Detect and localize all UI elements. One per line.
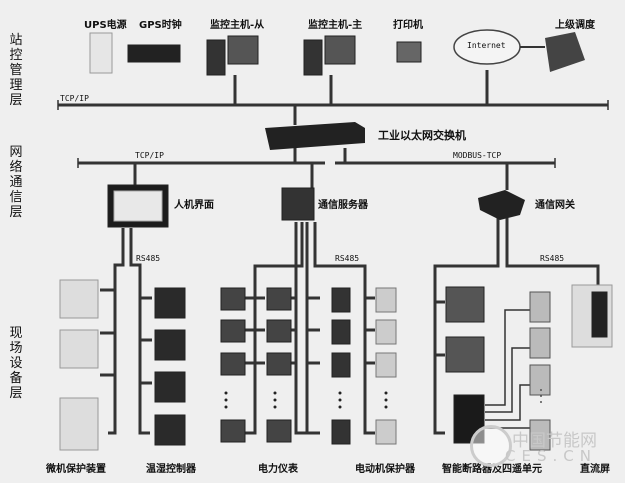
switch-label: 工业以太网交换机: [378, 129, 466, 142]
breaker-link: [485, 384, 530, 421]
server-rs485-3: [305, 222, 320, 435]
ellipsis-dot: [338, 405, 342, 409]
hmi-screen-icon: [113, 190, 163, 222]
ethernet-switch-icon: [265, 122, 365, 150]
protocol-rs485-2: RS485: [335, 254, 360, 263]
breaker-link: [485, 309, 530, 406]
server-rs485-2: [294, 222, 307, 435]
ellipsis-dot: [338, 391, 342, 395]
motor-protector-icon: [331, 287, 351, 313]
ellipsis-dot: [540, 389, 542, 391]
comm-gateway-icon: [478, 190, 525, 220]
hmi-rs485-left: [108, 228, 125, 435]
printer-icon: [396, 41, 422, 63]
monitor-slave-tower-icon: [206, 39, 226, 76]
label-upper-dispatch: 上级调度: [555, 20, 595, 31]
ellipsis-dot: [273, 391, 277, 395]
temp-humidity-controller-icon: [154, 414, 186, 446]
monitor-master-tower-icon: [303, 39, 323, 76]
ellipsis-dot: [224, 405, 228, 409]
label-gps-clock: GPS时钟: [139, 20, 182, 31]
gateway-rs485-right: [505, 218, 600, 285]
motor-protector-relay-icon: [375, 419, 397, 445]
power-meter-icon: [220, 352, 246, 376]
smart-breaker-icon: [445, 286, 485, 323]
power-meter-icon: [266, 319, 292, 343]
internet-label: Internet: [467, 41, 506, 50]
label-temp-humidity-controller: 温湿控制器: [146, 464, 196, 475]
layer-label-station: 站控管理层: [9, 33, 23, 108]
temp-humidity-controller-icon: [154, 329, 186, 361]
label-hmi: 人机界面: [174, 200, 214, 211]
ellipsis-dot: [384, 398, 388, 402]
breaker-module-icon: [529, 419, 551, 451]
motor-protector-icon: [331, 352, 351, 378]
server-rs485-4: [313, 222, 375, 435]
motor-protector-icon: [331, 419, 351, 445]
ellipsis-dot: [224, 398, 228, 402]
temp-humidity-controller-icon: [154, 287, 186, 319]
protocol-left-bus: TCP/IP: [135, 151, 164, 160]
ellipsis-dot: [540, 401, 542, 403]
server-rs485-1: [245, 222, 304, 435]
power-meter-icon: [266, 352, 292, 376]
watermark-logo-icon: [470, 425, 512, 467]
ellipsis-dot: [540, 395, 542, 397]
comm-server-icon: [281, 187, 315, 221]
protocol-rs485-1: RS485: [136, 254, 161, 263]
label-power-meter: 电力仪表: [258, 464, 298, 475]
microprocessor-protection-device-icon: [59, 279, 99, 319]
monitor-slave-screen-icon: [227, 35, 259, 65]
microprocessor-protection-device-icon: [59, 397, 99, 451]
layer-label-network: 网络通信层: [9, 145, 23, 220]
label-ups: UPS电源: [84, 20, 127, 31]
watermark-cn: 中国节能网: [512, 431, 597, 451]
breaker-module-icon: [529, 327, 551, 359]
smart-breaker-icon: [445, 336, 485, 373]
ellipsis-dot: [224, 391, 228, 395]
power-meter-icon: [220, 419, 246, 443]
label-monitor-slave: 监控主机-从: [210, 20, 265, 31]
ups-power-icon: [89, 32, 113, 74]
ellipsis-dot: [273, 405, 277, 409]
power-meter-icon: [266, 287, 292, 311]
temp-humidity-controller-icon: [154, 371, 186, 403]
gps-clock-icon: [127, 44, 181, 63]
power-meter-icon: [220, 319, 246, 343]
power-meter-icon: [220, 287, 246, 311]
watermark-en: CES.CN: [505, 447, 597, 465]
label-comm-server: 通信服务器: [318, 200, 368, 211]
layer-label-field: 现场设备层: [9, 326, 23, 401]
label-printer: 打印机: [393, 20, 423, 31]
label-monitor-master: 监控主机-主: [308, 20, 363, 31]
breaker-module-icon: [529, 291, 551, 323]
motor-protector-icon: [331, 319, 351, 345]
protocol-top-bus: TCP/IP: [60, 94, 89, 103]
breaker-link: [485, 347, 530, 413]
microprocessor-protection-device-icon: [59, 329, 99, 369]
motor-protector-relay-icon: [375, 287, 397, 313]
label-microprocessor-protection: 微机保护装置: [46, 464, 106, 475]
motor-protector-relay-icon: [375, 352, 397, 378]
protocol-rs485-3: RS485: [540, 254, 565, 263]
ellipsis-dot: [384, 405, 388, 409]
ellipsis-dot: [384, 391, 388, 395]
label-motor-protector: 电动机保护器: [355, 464, 415, 475]
hmi-rs485-right: [129, 228, 150, 435]
motor-protector-relay-icon: [375, 319, 397, 345]
power-meter-icon: [266, 419, 292, 443]
protocol-right-bus: MODBUS-TCP: [453, 151, 502, 160]
label-comm-gateway: 通信网关: [535, 200, 575, 211]
label-smart-breaker: 智能断路器及四遥单元: [442, 464, 542, 475]
gateway-rs485-left: [433, 218, 500, 435]
laptop-icon: [545, 32, 585, 72]
ellipsis-dot: [338, 398, 342, 402]
label-dc-panel: 直流屏: [580, 464, 610, 475]
monitor-master-screen-icon: [324, 35, 356, 65]
dc-panel-screen-icon: [591, 291, 608, 338]
breaker-module-icon: [529, 364, 551, 396]
ellipsis-dot: [273, 398, 277, 402]
